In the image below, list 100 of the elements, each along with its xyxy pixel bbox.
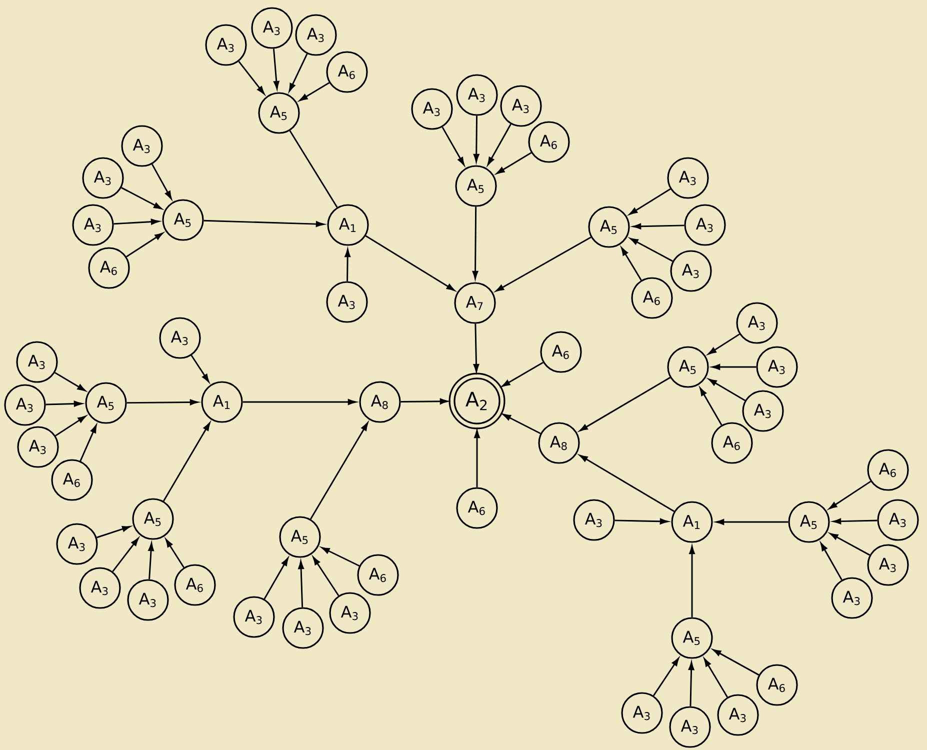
circle-node: A$_{3}$	[756, 346, 798, 388]
circle-node: A$_{3}$	[4, 384, 46, 426]
arrow	[190, 355, 210, 382]
arrow	[400, 398, 448, 404]
arrow	[688, 662, 694, 706]
arrow	[80, 424, 97, 462]
arrow	[299, 82, 330, 102]
circle-node: A$_{3}$	[56, 523, 98, 565]
connector-line	[289, 130, 338, 208]
arrow	[832, 518, 878, 524]
arrow	[121, 187, 162, 210]
circle-node: A$_{3}$	[16, 341, 58, 383]
circle-node: A$_{5}$	[258, 92, 300, 134]
circle-node: A$_{6}$	[528, 121, 570, 163]
arrow	[126, 399, 198, 406]
arrow	[652, 658, 680, 696]
circle-node: A$_{5}$	[279, 516, 321, 558]
circle-node: A$_{5}$	[588, 206, 630, 248]
circle-node: A$_{3}$	[742, 390, 784, 432]
arrow	[830, 533, 870, 556]
arrow	[712, 649, 760, 676]
arrow	[473, 324, 480, 372]
circle-node: A$_{3}$	[295, 14, 337, 56]
arrow	[474, 430, 480, 488]
arrow	[298, 560, 304, 608]
circle-node: A$_{3}$	[17, 426, 59, 468]
arrow	[828, 480, 872, 510]
circle-node: A$_{3}$	[72, 204, 114, 246]
circle-node: A$_{3}$	[667, 157, 709, 199]
arrow	[708, 378, 746, 402]
arrow	[614, 518, 668, 524]
arrow	[55, 416, 86, 436]
arrow	[472, 206, 478, 280]
arrow	[579, 454, 674, 512]
circle-node: A$_{6}$	[711, 422, 753, 464]
arrow	[579, 376, 670, 432]
arrow	[629, 188, 671, 215]
arrow	[272, 48, 280, 90]
circle-node: A$_{6}$	[756, 664, 798, 706]
circle-node: A$_{6}$	[51, 459, 93, 501]
double-circle-node: A$_{2}$	[448, 372, 506, 430]
circle-node: A$_{1}$	[201, 381, 243, 423]
arrow	[820, 542, 842, 580]
arrow	[321, 547, 360, 567]
arrow	[344, 248, 351, 282]
circle-node: A$_{3}$	[121, 125, 163, 167]
circle-node: A$_{3}$	[79, 567, 121, 609]
circle-node: A$_{3}$	[573, 499, 615, 541]
arrow	[148, 542, 154, 580]
arrow	[54, 372, 86, 392]
arrow	[242, 399, 356, 405]
circle-node: A$_{3}$	[684, 204, 726, 246]
circle-node: A$_{3}$	[127, 579, 169, 621]
circle-node: A$_{3}$	[329, 592, 371, 634]
arrow	[238, 60, 265, 94]
arrow	[126, 232, 164, 258]
circle-node: A$_{6}$	[456, 487, 498, 529]
arrow	[502, 414, 541, 434]
arrow	[487, 124, 512, 166]
circle-node: A$_{3}$	[669, 706, 711, 748]
circle-node: A$_{3}$	[621, 692, 663, 734]
circle-node: A$_{3}$	[500, 85, 542, 127]
circle-node: A$_{8}$	[359, 381, 401, 423]
circle-node: A$_{1}$	[327, 204, 369, 246]
circle-node: A$_{3}$	[251, 7, 293, 49]
circle-node: A$_{6}$	[357, 554, 399, 596]
circle-node: A$_{6}$	[174, 564, 216, 606]
circle-node: A$_{3}$	[456, 74, 498, 116]
arrow	[264, 558, 288, 600]
circle-node: A$_{6}$	[867, 449, 909, 491]
circle-node: A$_{5}$	[788, 501, 830, 543]
circle-node: A$_{6}$	[540, 331, 582, 373]
circle-node: A$_{3}$	[82, 157, 124, 199]
circle-node: A$_{1}$	[671, 501, 713, 543]
circle-node: A$_{3}$	[736, 302, 778, 344]
circle-node: A$_{7}$	[454, 282, 496, 324]
circle-node: A$_{6}$	[326, 51, 368, 93]
arrow	[473, 116, 480, 162]
arrow	[96, 526, 130, 538]
arrow	[310, 422, 368, 520]
circle-node: A$_{3}$	[877, 499, 919, 541]
circle-node: A$_{3}$	[159, 317, 201, 359]
circle-node: A$_{5}$	[162, 199, 204, 241]
arrow	[165, 539, 184, 568]
circle-node: A$_{5}$	[671, 617, 713, 659]
circle-node: A$_{3}$	[831, 577, 873, 619]
arrow	[365, 235, 455, 291]
circle-node: A$_{5}$	[85, 382, 127, 424]
arrow	[204, 220, 324, 227]
arrow	[112, 538, 139, 572]
arrow	[46, 400, 82, 407]
arrow	[162, 422, 210, 502]
circle-node: A$_{3}$	[411, 88, 453, 130]
circle-node: A$_{3}$	[282, 607, 324, 649]
arrow	[704, 658, 728, 698]
circle-node: A$_{3}$	[717, 694, 759, 736]
arrow	[621, 247, 642, 281]
circle-node: A$_{6}$	[631, 277, 673, 319]
arrow	[708, 334, 740, 354]
arrow	[496, 152, 532, 174]
